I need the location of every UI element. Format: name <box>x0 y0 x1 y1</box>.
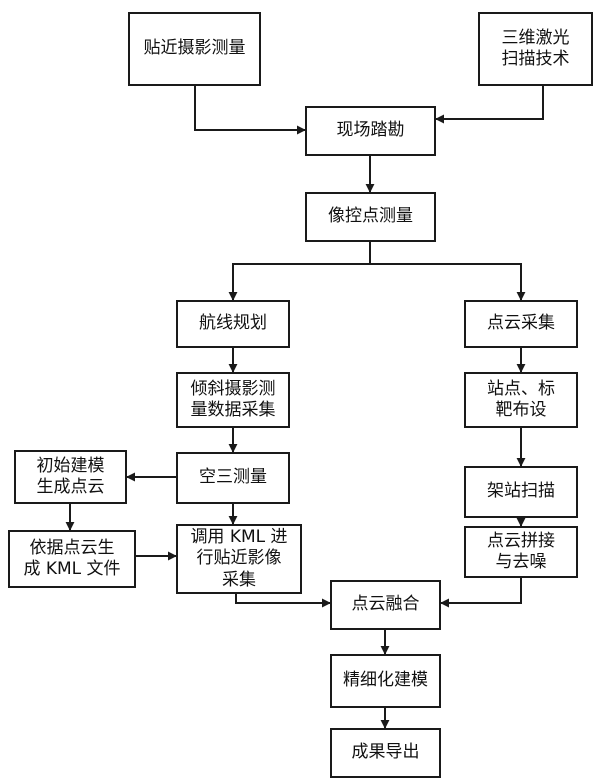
node-point-cloud-collection: 点云采集 <box>464 300 578 348</box>
node-flight-planning: 航线规划 <box>176 300 290 348</box>
node-fine-modeling: 精细化建模 <box>330 654 441 708</box>
node-result-export: 成果导出 <box>330 728 441 778</box>
arrow-cloud-stitch-to-cloud-fusion <box>440 578 522 608</box>
node-control-point-survey: 像控点测量 <box>305 192 436 242</box>
node-initial-modeling: 初始建模 生成点云 <box>14 450 127 504</box>
arrow-control-points-to-flight-plan <box>228 242 371 301</box>
node-site-survey: 现场踏勘 <box>305 106 436 156</box>
node-cloud-stitch-denoise: 点云拼接 与去噪 <box>464 526 578 578</box>
arrow-control-points-to-point-cloud-collect <box>370 263 526 301</box>
arrow-kml-capture-to-cloud-fusion <box>235 594 331 608</box>
node-close-range-photogrammetry: 贴近摄影测量 <box>128 12 261 86</box>
node-kml-image-capture: 调用 KML 进 行贴近影像 采集 <box>176 524 302 594</box>
node-station-scanning: 架站扫描 <box>464 466 578 518</box>
node-3d-laser-scanning: 三维激光 扫描技术 <box>478 12 593 86</box>
node-generate-kml: 依据点云生 成 KML 文件 <box>8 530 136 588</box>
node-aerial-triangulation: 空三测量 <box>176 452 290 504</box>
arrow-close-range-to-site-survey <box>194 86 306 135</box>
node-station-target-layout: 站点、标 靶布设 <box>464 372 578 428</box>
node-oblique-data-capture: 倾斜摄影测 量数据采集 <box>176 372 290 428</box>
node-point-cloud-fusion: 点云融合 <box>330 580 441 630</box>
arrow-laser-scan-to-site-survey <box>435 86 544 124</box>
